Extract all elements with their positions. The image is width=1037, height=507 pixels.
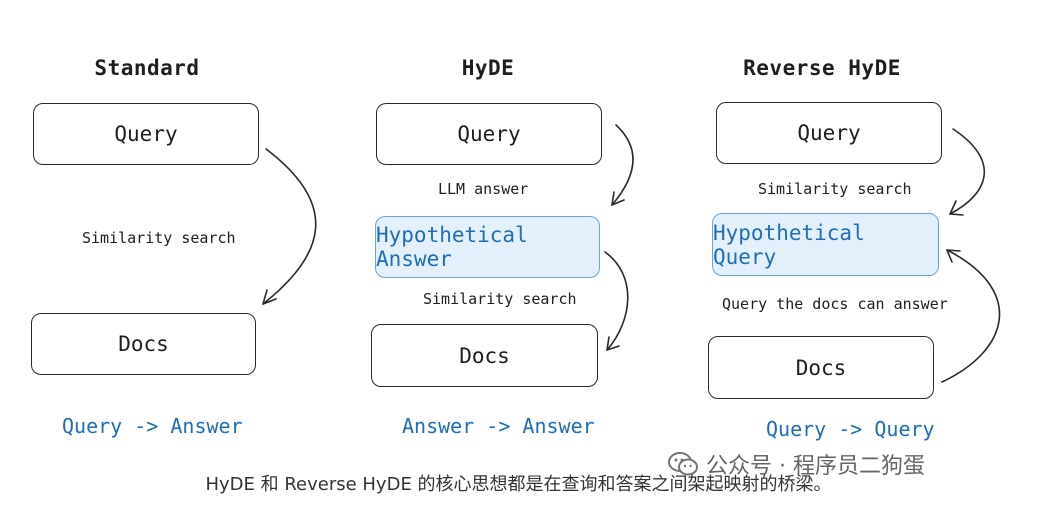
hyde-query-box: Query: [376, 103, 602, 165]
hyde-mapping: Answer -> Answer: [402, 414, 595, 438]
reverse-arrow-2-head: [946, 249, 961, 263]
hyde-arrow-2-head: [606, 336, 620, 351]
reverse-hyde-title: Reverse HyDE: [743, 56, 901, 80]
standard-similarity-label: Similarity search: [82, 229, 236, 247]
standard-mapping: Query -> Answer: [62, 414, 243, 438]
standard-query-label: Query: [114, 122, 178, 146]
standard-arrow: [262, 148, 317, 305]
reverse-hypothetical-query-label: Hypothetical Query: [713, 220, 865, 269]
hyde-docs-box: Docs: [371, 324, 598, 387]
reverse-arrow-1: [949, 128, 985, 215]
hyde-title: HyDE: [461, 56, 515, 80]
reverse-docs-box: Docs: [708, 336, 934, 399]
reverse-docs-label: Docs: [795, 355, 847, 380]
hyde-hypothetical-answer-box: Hypothetical Answer: [375, 216, 600, 278]
standard-docs-box: Docs: [31, 313, 256, 375]
reverse-query-label: Query: [797, 121, 861, 145]
reverse-query-box: Query: [716, 102, 942, 164]
standard-query-box: Query: [33, 103, 259, 165]
hyde-hypothetical-answer-label: Hypothetical Answer: [376, 223, 528, 271]
reverse-arrow-1-head: [949, 200, 964, 216]
hyde-llm-answer-label: LLM answer: [438, 180, 529, 198]
watermark-text: 公众号 · 程序员二狗蛋: [706, 454, 925, 479]
hyde-arrow-1: [611, 124, 634, 206]
reverse-mapping: Query -> Query: [766, 417, 935, 441]
wechat-icon: [668, 452, 698, 476]
reverse-arrow-2: [941, 249, 1001, 383]
standard-arrow-head: [262, 289, 277, 305]
hyde-query-label: Query: [457, 122, 521, 146]
hyde-docs-label: Docs: [459, 343, 510, 368]
hyde-similarity-label: Similarity search: [423, 290, 577, 308]
hyde-arrow-1-head: [611, 191, 625, 206]
reverse-hypothetical-query-box: Hypothetical Query: [712, 213, 939, 276]
hyde-arrow-2: [604, 251, 629, 351]
standard-docs-label: Docs: [118, 332, 169, 356]
standard-title: Standard: [94, 56, 200, 80]
reverse-docs-answer-label: Query the docs can answer: [722, 295, 948, 313]
watermark: 公众号 · 程序员二狗蛋: [668, 448, 925, 480]
figure-caption: HyDE 和 Reverse HyDE 的核心思想都是在查询和答案之间架起映射的…: [205, 474, 832, 495]
reverse-similarity-label: Similarity search: [758, 180, 912, 198]
